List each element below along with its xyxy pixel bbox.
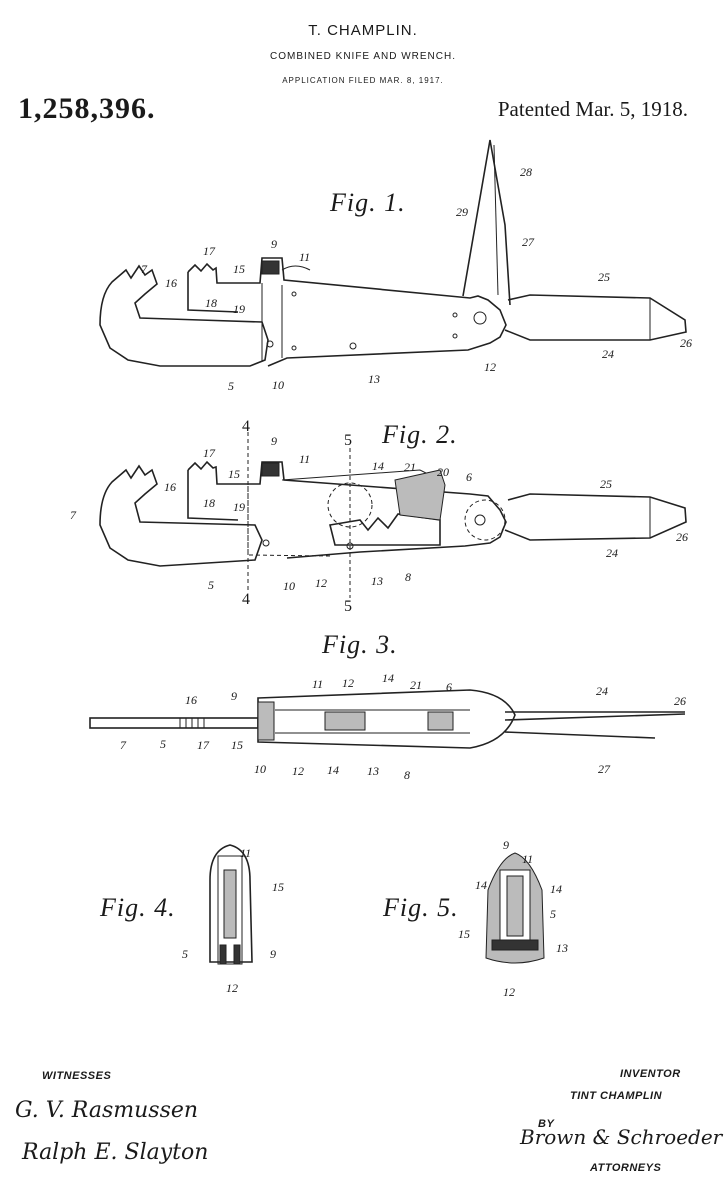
ref-numeral: 13 [371, 574, 383, 588]
ref-numeral: 11 [299, 452, 311, 466]
ref-numeral: 14 [550, 882, 562, 896]
fig1-drawing [99, 139, 687, 367]
ref-numeral: 12 [342, 676, 354, 690]
ref-numeral: 25 [600, 477, 612, 491]
ref-numeral: 15 [228, 467, 240, 481]
fig4-drawing [209, 844, 253, 965]
ref-numeral: 9 [270, 947, 276, 961]
fig2-drawing [99, 432, 687, 598]
ref-numeral: 26 [676, 530, 688, 544]
fig3-label: Fig. 3. [322, 630, 398, 659]
inventor-name-heading: T. CHAMPLIN. [308, 22, 418, 39]
ref-numeral: 12 [226, 981, 238, 995]
application-filed-date: APPLICATION FILED MAR. 8, 1917. [282, 76, 444, 85]
section-mark: 4 [242, 418, 250, 435]
ref-numeral: 24 [602, 347, 614, 361]
ref-numeral: 12 [292, 764, 304, 778]
attorney-signature: Brown & Schroeder [520, 1125, 723, 1149]
fig5-drawing [485, 852, 545, 964]
by-label: BY [538, 1118, 555, 1130]
ref-numeral: 24 [596, 684, 608, 698]
inventor-name: TINT CHAMPLIN [570, 1090, 663, 1102]
fig3-drawing [89, 689, 686, 749]
ref-numeral: 10 [272, 378, 284, 392]
ref-numeral: 14 [475, 878, 487, 892]
ref-numeral: 24 [606, 546, 618, 560]
fig4-label: Fig. 4. [100, 893, 176, 922]
ref-numeral: 29 [456, 205, 468, 219]
witnesses-label: WITNESSES [42, 1070, 112, 1082]
ref-numeral: 12 [315, 576, 327, 590]
ref-numeral: 9 [231, 689, 237, 703]
ref-numeral: 12 [503, 985, 515, 999]
ref-numeral: 16 [185, 693, 197, 707]
ref-numeral: 16 [165, 276, 177, 290]
ref-numeral: 7 [70, 508, 76, 522]
ref-numeral: 28 [520, 165, 532, 179]
ref-numeral: 15 [272, 880, 284, 894]
ref-numeral: 13 [368, 372, 380, 386]
ref-numeral: 9 [503, 838, 509, 852]
ref-numeral: 10 [254, 762, 266, 776]
witness-signature-1: G. V. Rasmussen [15, 1098, 199, 1123]
ref-numeral: 15 [233, 262, 245, 276]
ref-numeral: 9 [271, 237, 277, 251]
ref-numeral: 6 [466, 470, 472, 484]
patent-number: 1,258,396. [18, 92, 156, 125]
ref-numeral: 14 [372, 459, 384, 473]
ref-numeral: 13 [556, 941, 568, 955]
section-mark: 4 [242, 591, 250, 608]
ref-numeral: 5 [228, 379, 234, 393]
ref-numeral: 15 [231, 738, 243, 752]
ref-numeral: 17 [203, 446, 215, 460]
patent-title: COMBINED KNIFE AND WRENCH. [269, 51, 456, 62]
ref-numeral: 12 [484, 360, 496, 374]
fig2-label: Fig. 2. [382, 420, 458, 449]
ref-numeral: 19 [233, 302, 245, 316]
ref-numeral: 11 [240, 846, 252, 860]
ref-numeral: 11 [522, 852, 534, 866]
ref-numeral: 17 [203, 244, 215, 258]
ref-numeral: 9 [271, 434, 277, 448]
ref-numeral: 11 [299, 250, 311, 264]
ref-numeral: 8 [404, 768, 410, 782]
ref-numeral: 21 [410, 678, 422, 692]
section-mark: 5 [344, 432, 352, 449]
ref-numeral: 17 [197, 738, 209, 752]
ref-numeral: 21 [404, 460, 416, 474]
ref-numeral: 19 [233, 500, 245, 514]
ref-numeral: 14 [327, 763, 339, 777]
ref-numeral: 26 [674, 694, 686, 708]
ref-numeral: 7 [141, 262, 147, 276]
ref-numeral: 18 [205, 296, 217, 310]
ref-numeral: 5 [182, 947, 188, 961]
fig5-label: Fig. 5. [383, 893, 459, 922]
patented-date: Patented Mar. 5, 1918. [497, 97, 688, 121]
ref-numeral: 10 [283, 579, 295, 593]
section-mark: 5 [344, 598, 352, 615]
inventor-label: INVENTOR [620, 1068, 681, 1080]
ref-numeral: 26 [680, 336, 692, 350]
witness-signature-2: Ralph E. Slayton [22, 1140, 209, 1165]
ref-numeral: 16 [164, 480, 176, 494]
ref-numeral: 13 [367, 764, 379, 778]
ref-numeral: 6 [446, 680, 452, 694]
ref-numeral: 27 [598, 762, 610, 776]
ref-numeral: 27 [522, 235, 534, 249]
ref-numeral: 14 [382, 671, 394, 685]
fig1-label: Fig. 1. [330, 188, 406, 217]
ref-numeral: 5 [550, 907, 556, 921]
ref-numeral: 7 [120, 738, 126, 752]
ref-numeral: 20 [437, 465, 449, 479]
ref-numeral: 25 [598, 270, 610, 284]
ref-numeral: 15 [458, 927, 470, 941]
ref-numeral: 18 [203, 496, 215, 510]
ref-numeral: 8 [405, 570, 411, 584]
ref-numeral: 11 [312, 677, 324, 691]
ref-numeral: 5 [208, 578, 214, 592]
attorneys-label: ATTORNEYS [590, 1162, 662, 1174]
ref-numeral: 5 [160, 737, 166, 751]
